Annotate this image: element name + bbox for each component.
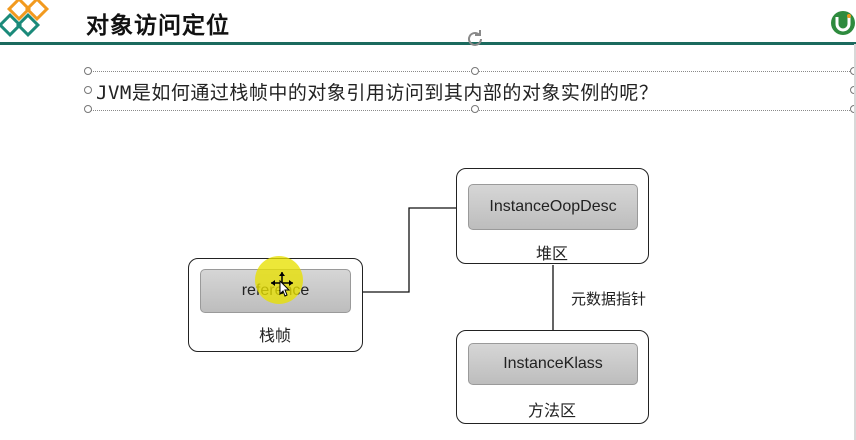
resize-handle-bm[interactable] — [471, 105, 479, 113]
move-cursor-icon — [271, 272, 293, 297]
rotate-handle-icon[interactable] — [463, 27, 487, 51]
resize-handle-ml[interactable] — [84, 86, 92, 94]
resize-handle-br[interactable] — [850, 105, 856, 113]
resize-handle-mr[interactable] — [850, 86, 856, 94]
heap-box: InstanceOopDesc 堆区 — [456, 168, 649, 264]
logo-diamonds-icon — [0, 0, 50, 38]
brand-logo-icon — [831, 11, 855, 35]
method-area-label: 方法区 — [527, 401, 576, 420]
resize-handle-tl[interactable] — [84, 67, 92, 75]
instance-klass-item[interactable]: InstanceKlass — [468, 343, 638, 385]
heap-label: 堆区 — [535, 244, 568, 263]
question-text[interactable]: JVM是如何通过栈帧中的对象引用访问到其内部的对象实例的呢？ — [96, 82, 659, 104]
reference-to-heap-arrow — [349, 202, 470, 293]
metadata-pointer-label: 元数据指针 — [571, 290, 647, 308]
right-scroll-edge[interactable] — [854, 44, 856, 440]
resize-handle-bl[interactable] — [84, 105, 92, 113]
stack-frame-label: 栈帧 — [258, 326, 291, 345]
cursor-highlight — [255, 256, 303, 304]
resize-handle-tm[interactable] — [471, 67, 479, 75]
instance-oop-desc-item[interactable]: InstanceOopDesc — [468, 184, 638, 230]
header-rule — [0, 42, 856, 45]
method-area-box: InstanceKlass 方法区 — [456, 330, 649, 424]
slide-title: 对象访问定位 — [86, 13, 230, 39]
slide-header: 对象访问定位 — [0, 0, 856, 45]
resize-handle-tr[interactable] — [850, 67, 856, 75]
